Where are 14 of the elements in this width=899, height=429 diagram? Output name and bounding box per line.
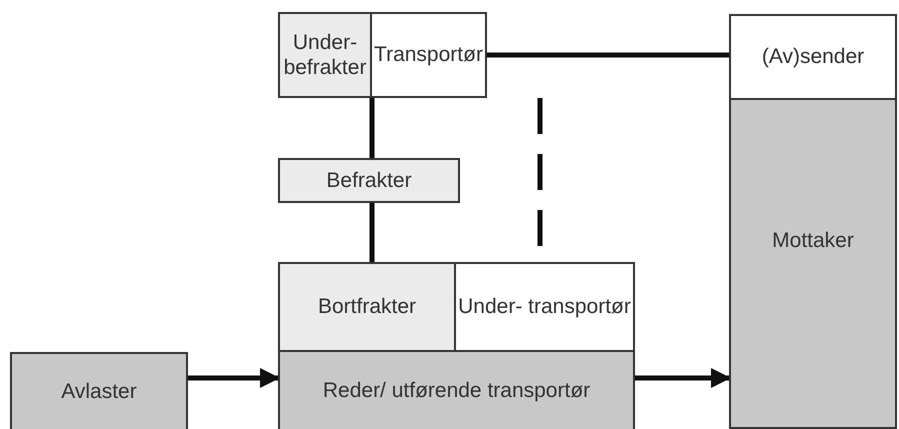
arrow xyxy=(188,368,280,388)
process-box: Reder/ utførende transportør xyxy=(278,350,635,429)
connector-line xyxy=(370,203,374,262)
process-box: Bortfrakter xyxy=(278,262,456,352)
process-box: Befrakter xyxy=(278,158,460,203)
arrow xyxy=(635,368,731,388)
process-box: (Av)sender xyxy=(729,14,897,100)
connector-line xyxy=(370,98,374,158)
process-box: Mottaker xyxy=(729,98,897,429)
process-box: Under- transportør xyxy=(454,262,635,352)
process-box: Under- befrakter xyxy=(278,12,372,98)
connector-line xyxy=(487,52,729,58)
process-box: Avlaster xyxy=(10,352,188,429)
process-box: Transportør xyxy=(370,12,487,98)
